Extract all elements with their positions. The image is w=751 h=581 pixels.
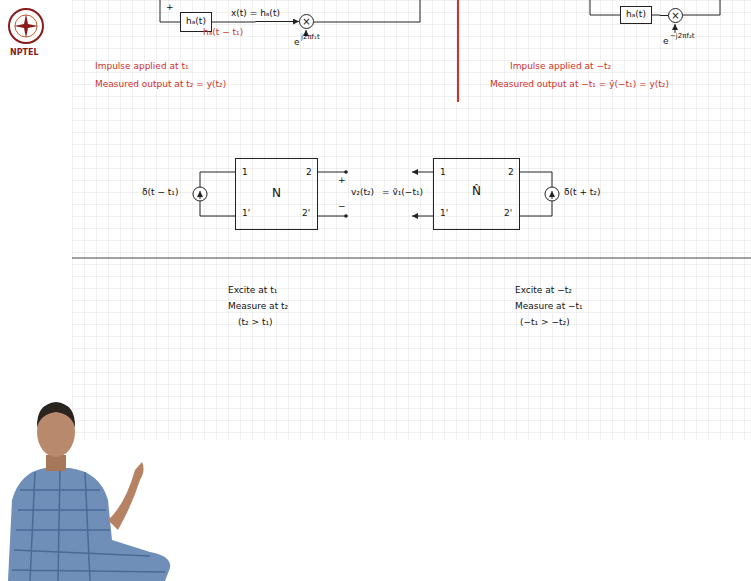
note-text: Measured output at −t₁ = ŷ(−t₁) = y(t₂) [490, 80, 669, 90]
port-wire [412, 172, 433, 173]
signal-name: = ṽ₁(−t₁) [382, 188, 423, 198]
port-number: 2 [306, 168, 312, 178]
two-port-network: 1 1' 2 2' N [235, 158, 318, 230]
separator-line [72, 258, 751, 259]
logo-text: NPTEL [10, 49, 39, 58]
multiplier-symbol: × [299, 14, 314, 29]
grid-paper [72, 0, 751, 440]
note-text: (t₂ > t₁) [238, 318, 273, 328]
signal-connector [652, 15, 668, 17]
signal-connector [212, 21, 299, 23]
network-name: N̂ [472, 185, 481, 198]
note-text: (−t₁ > −t₂) [520, 318, 570, 328]
divider-line [457, 0, 459, 102]
presenter-figure [8, 402, 170, 581]
impulse-source [193, 187, 207, 201]
polarity-mark: + [338, 176, 346, 186]
node-text: hₐ(t) [186, 17, 206, 27]
note-text: Measured output at t₂ = y(t₂) [95, 80, 226, 90]
note-text: Impulse applied at −t₂ [510, 62, 611, 72]
network-name: N [272, 187, 281, 200]
port-number: 2' [302, 209, 310, 219]
port-number: 2' [504, 209, 512, 219]
source-arrow [552, 191, 553, 199]
source-label: δ(t + t₂) [564, 188, 600, 198]
port-number: 1 [242, 168, 248, 178]
note-text: Excite at −t₂ [515, 286, 572, 296]
exponent-power: −j2πf₂t [670, 33, 695, 41]
port-number: 2 [508, 168, 514, 178]
exponent-base: e [663, 37, 669, 47]
exponent-power: j2πf₁t [301, 34, 320, 42]
source-arrow [200, 191, 201, 199]
signal-name: v₂(t₂) [351, 188, 374, 198]
port-wire [412, 216, 433, 217]
sign-mark: + [166, 3, 174, 13]
filter-box: hₐ(t) [620, 6, 652, 24]
node-text: × [302, 17, 310, 27]
port-number: 1' [440, 209, 448, 219]
multiplier-symbol: × [668, 8, 683, 23]
terminal [344, 170, 348, 174]
node-text: × [671, 11, 679, 21]
port-number: 1' [242, 209, 250, 219]
note-text: Measure at −t₁ [515, 302, 583, 312]
port-wire [318, 172, 345, 216]
nptel-logo [9, 9, 43, 43]
node-text: hₐ(t) [626, 10, 646, 20]
impulse-source [545, 187, 559, 201]
two-port-network: 1 1' 2 2' N̂ [433, 158, 520, 230]
note-text: Measure at t₂ [228, 302, 288, 312]
signal-name: hₐ(t − t₁) [203, 28, 243, 38]
feedback-wire [590, 0, 720, 15]
note-text: Excite at t₁ [228, 286, 277, 296]
edge-label: x(t) = hₐ(t) [231, 9, 280, 19]
polarity-mark: − [338, 202, 346, 212]
port-number: 1 [440, 168, 446, 178]
carrier-arrow [675, 24, 676, 33]
note-text: Impulse applied at t₁ [95, 62, 189, 72]
exponent-base: e [294, 38, 300, 48]
terminal [344, 214, 348, 218]
source-label: δ(t − t₁) [142, 188, 178, 198]
